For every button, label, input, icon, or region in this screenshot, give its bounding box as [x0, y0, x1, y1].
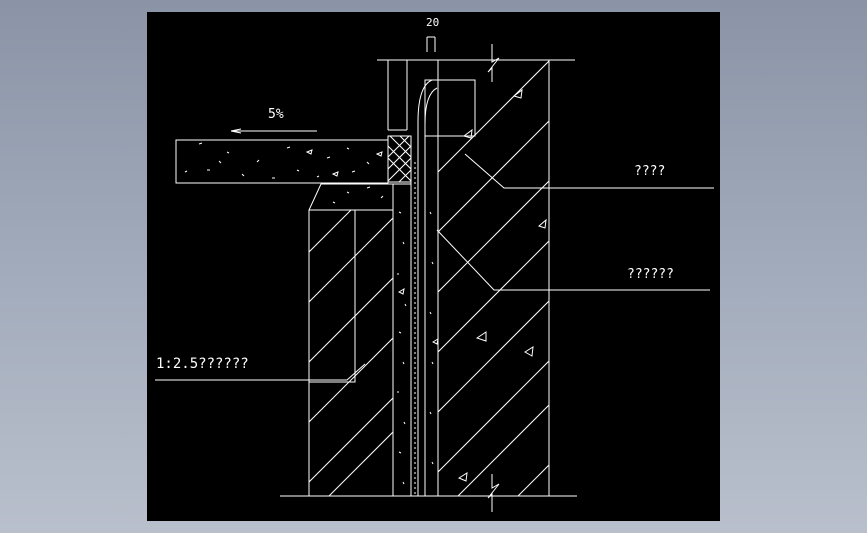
slab	[175, 128, 389, 184]
mortar-label: 1:2.5??????	[156, 356, 249, 372]
sealant-block	[387, 135, 412, 183]
flashing	[387, 60, 408, 131]
mortar-fill	[393, 183, 439, 485]
callout-label-2: ??????	[627, 267, 674, 282]
waterproof-layers	[410, 79, 438, 496]
masonry-wall	[308, 183, 394, 496]
leader-lines	[155, 153, 714, 381]
wall-section-detail	[155, 36, 714, 512]
notch-block	[424, 79, 476, 137]
slope-label: 5%	[268, 107, 284, 122]
dimension-label: 20	[426, 16, 440, 29]
dimension-20	[426, 36, 436, 52]
cad-drawing-canvas: 20 5% ???? ?????? 1:2.5??????	[147, 12, 720, 521]
callout-label-1: ????	[634, 164, 666, 179]
concrete-wall	[437, 60, 550, 496]
